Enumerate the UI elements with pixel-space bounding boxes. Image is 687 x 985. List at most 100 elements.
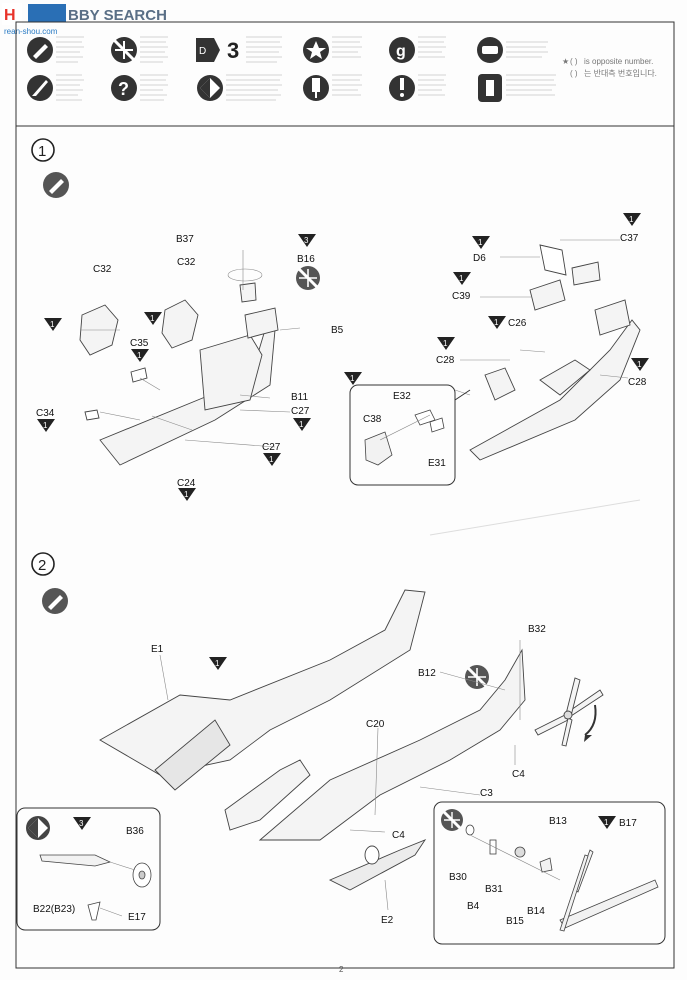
glue-g-icon: g xyxy=(389,37,415,63)
label-b16: B16 xyxy=(297,254,315,265)
label-e32: E32 xyxy=(393,391,411,402)
cut-icon xyxy=(477,37,503,63)
svg-text:1: 1 xyxy=(629,215,634,224)
step-1: 1 xyxy=(31,138,641,486)
watermark-brand-right: BBY SEARCH xyxy=(68,7,167,24)
label-c32-b: C32 xyxy=(177,257,196,268)
label-c26: C26 xyxy=(508,318,527,329)
no-glue-icon-b12 xyxy=(465,665,489,689)
legend-note-ko: 는 반대측 번호입니다. xyxy=(584,68,657,78)
inset-no-glue-icon xyxy=(441,809,463,831)
label-b31: B31 xyxy=(485,884,503,895)
badge-t3: 3 xyxy=(298,234,316,247)
inset-optional-icon xyxy=(26,816,50,840)
sticker-icon xyxy=(303,37,329,63)
svg-text:1: 1 xyxy=(150,314,155,323)
svg-text:1: 1 xyxy=(637,360,642,369)
repeat-count: 3 xyxy=(227,38,239,63)
step-1-number: 1 xyxy=(31,138,55,162)
inset-e32-e31 xyxy=(349,384,471,486)
legend-star: ★ xyxy=(562,57,569,66)
repeat-icon: D 3 xyxy=(196,38,239,63)
svg-text:D: D xyxy=(199,46,206,57)
question-icon: ? xyxy=(111,75,137,101)
badge-t15: 1 xyxy=(344,372,362,385)
label-c38: C38 xyxy=(363,414,382,425)
knife-icon xyxy=(27,75,53,101)
label-c32-a: C32 xyxy=(93,264,112,275)
label-c39: C39 xyxy=(452,291,471,302)
svg-text:1: 1 xyxy=(43,421,48,430)
do-not-glue-icon xyxy=(111,37,137,63)
svg-text:1: 1 xyxy=(215,659,220,668)
label-e1: E1 xyxy=(151,644,164,655)
step-2: 2 xyxy=(16,499,666,945)
warning-icon xyxy=(389,75,415,101)
legend-paren-2: ( ) xyxy=(570,69,578,78)
badge-t7: 1 xyxy=(263,453,281,466)
label-c37: C37 xyxy=(620,233,639,244)
svg-text:1: 1 xyxy=(478,238,483,247)
label-b14: B14 xyxy=(527,906,545,917)
watermark-sub: rean-shou.com xyxy=(4,27,58,36)
legend-note-en: is opposite number. xyxy=(584,57,653,66)
label-d6: D6 xyxy=(473,253,486,264)
svg-text:g: g xyxy=(396,43,406,60)
svg-text:2: 2 xyxy=(38,557,46,574)
badge-t1: 1 xyxy=(44,318,62,331)
fuselage-half-e1 xyxy=(99,589,426,831)
inset-main-rotor-assembly xyxy=(433,801,666,945)
symbol-legend: D 3 g ? xyxy=(15,21,675,127)
badge-t9: 1 xyxy=(472,236,490,249)
step-1-cement-icon xyxy=(43,172,69,198)
watermark-brand-left: H xyxy=(4,7,16,24)
watermark-logo: H BBY SEARCH rean-shou.com xyxy=(2,3,167,36)
label-c27-a: C27 xyxy=(291,406,310,417)
label-b30: B30 xyxy=(449,872,467,883)
badge-t13: 1 xyxy=(437,337,455,350)
drill-icon xyxy=(303,75,329,101)
badge-t6: 1 xyxy=(293,418,311,431)
svg-text:1: 1 xyxy=(443,339,448,348)
step-2-cement-icon xyxy=(42,588,68,614)
label-e17: E17 xyxy=(128,912,146,923)
label-b12: B12 xyxy=(418,668,436,679)
svg-text:1: 1 xyxy=(494,318,499,327)
badge-t18: 1 xyxy=(598,816,616,829)
label-b5: B5 xyxy=(331,325,344,336)
svg-text:1: 1 xyxy=(350,374,355,383)
fuselage-half-e2 xyxy=(258,648,526,891)
part-labels: B37 C32 C32 B16 B5 C35 B11 C27 C27 C34 C… xyxy=(33,233,647,927)
label-c24: C24 xyxy=(177,478,196,489)
label-c34: C34 xyxy=(36,408,55,419)
inset-wheel-assembly xyxy=(16,807,161,931)
label-e31: E31 xyxy=(428,458,446,469)
step-frame xyxy=(15,125,675,969)
label-b32: B32 xyxy=(528,624,546,635)
label-b37: B37 xyxy=(176,234,194,245)
label-b13: B13 xyxy=(549,816,567,827)
svg-text:3: 3 xyxy=(79,819,84,828)
rear-cockpit-assembly xyxy=(469,244,641,461)
cockpit-tub-assembly xyxy=(79,282,279,466)
label-b15: B15 xyxy=(506,916,524,927)
svg-text:1: 1 xyxy=(38,143,46,160)
label-c4-b: C4 xyxy=(392,830,405,841)
label-e2: E2 xyxy=(381,915,394,926)
label-b17: B17 xyxy=(619,818,637,829)
label-c20: C20 xyxy=(366,719,385,730)
page-number: 2 xyxy=(339,965,344,974)
optional-diamond-icon xyxy=(197,75,223,101)
legend-paren: ( ) xyxy=(570,57,578,66)
badge-t8: 1 xyxy=(178,488,196,501)
label-c27-b: C27 xyxy=(262,442,281,453)
label-c4-a: C4 xyxy=(512,769,525,780)
label-b22-b23: B22(B23) xyxy=(33,904,75,915)
label-c28-b: C28 xyxy=(628,377,647,388)
label-c28-a: C28 xyxy=(436,355,455,366)
label-c3: C3 xyxy=(480,788,493,799)
badge-t5: 1 xyxy=(37,419,55,432)
part-icon xyxy=(478,74,502,102)
